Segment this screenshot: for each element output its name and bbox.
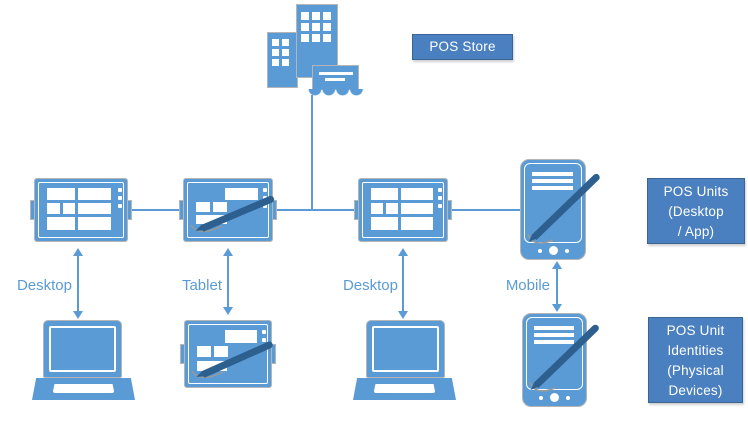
pos-store-label: POS Store [429, 39, 496, 54]
sync-arrow-icon [552, 261, 562, 312]
screen-bezel [188, 324, 268, 384]
pos-terminal-icon [30, 178, 132, 242]
screen-bezel [524, 163, 582, 243]
mobile-icon [520, 159, 602, 260]
screen-grid [47, 188, 111, 230]
building-windows [301, 12, 331, 42]
pos-store-label-box: POS Store [412, 34, 513, 60]
mount-tab [30, 200, 35, 220]
mount-tab [272, 200, 277, 220]
laptop-screen [43, 320, 122, 378]
pos-unit-identities-label-box: POS Unit Identities (Physical Devices) [648, 317, 743, 403]
mobile-icon [522, 313, 601, 407]
sync-arrow-icon [73, 248, 83, 319]
laptop-icon [353, 320, 456, 400]
screen-lines [532, 172, 573, 190]
connection-label-desktop-2: Desktop [342, 277, 398, 294]
connection-label-desktop-1: Desktop [16, 277, 72, 294]
connector-store-to-bus [311, 95, 313, 210]
screen-lines [534, 326, 574, 344]
keyboard-slot [52, 384, 115, 393]
tablet-icon [180, 320, 276, 388]
pos-units-label-box: POS Units (Desktop / App) [647, 178, 745, 244]
mount-tab [180, 344, 185, 364]
pos-terminal-icon [354, 178, 452, 242]
home-buttons [523, 393, 586, 402]
mount-tab [271, 344, 276, 364]
mount-tab [127, 200, 132, 220]
keyboard-slot [373, 384, 436, 393]
mount-tab [447, 200, 452, 220]
sync-arrow-icon [398, 248, 408, 319]
screen-bezel [38, 182, 124, 238]
screen-bezel [526, 317, 583, 390]
receipt-scallop-edge [308, 89, 364, 97]
side-buttons [438, 188, 442, 208]
store-building-small-icon [267, 32, 298, 88]
connection-label-tablet: Tablet [181, 277, 222, 294]
side-buttons [118, 188, 122, 208]
mount-tab [179, 200, 184, 220]
receipt-icon [312, 65, 359, 90]
laptop-icon [32, 320, 135, 400]
laptop-base [32, 378, 135, 400]
laptop-base [353, 378, 456, 400]
building-windows [272, 39, 289, 66]
connection-label-mobile: Mobile [505, 277, 550, 294]
screen-grid [371, 188, 433, 230]
home-buttons [521, 246, 585, 255]
tablet-icon [179, 178, 277, 242]
screen-bezel [362, 182, 444, 238]
laptop-screen [366, 320, 445, 378]
sync-arrow-icon [223, 248, 233, 315]
mount-tab [354, 200, 359, 220]
connector-bus-line [128, 209, 520, 211]
screen-bezel [187, 182, 269, 238]
